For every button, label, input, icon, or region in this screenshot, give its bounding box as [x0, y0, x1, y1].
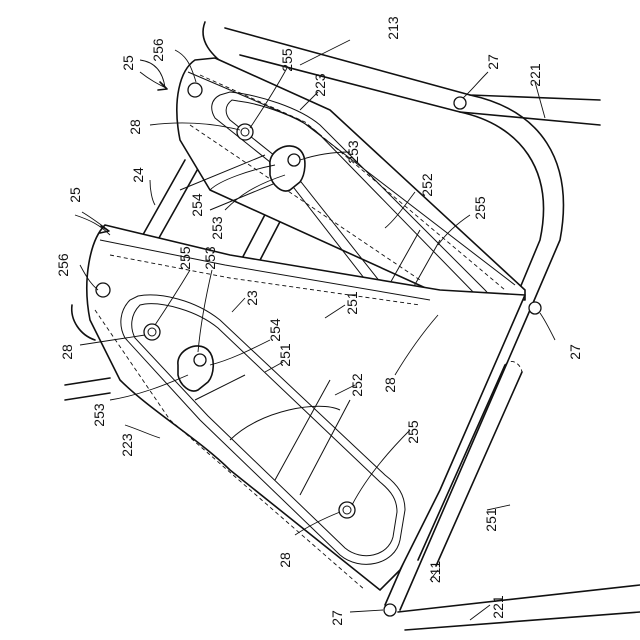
label-255-b: 255: [472, 196, 488, 220]
fastener-lower-left: [144, 324, 160, 340]
label-23: 23: [244, 290, 260, 306]
mount-point-27a: [454, 97, 466, 109]
label-25-upper: 25: [120, 55, 136, 71]
assembly-arrows: [82, 72, 167, 233]
label-27-c: 27: [329, 610, 345, 626]
label-255-c: 255: [177, 246, 193, 270]
label-221-a: 221: [527, 63, 543, 87]
label-252-b: 252: [349, 373, 365, 397]
label-251-b: 251: [277, 343, 293, 367]
label-28-d: 28: [277, 552, 293, 568]
label-28-a: 28: [127, 119, 143, 135]
label-221-b: 221: [490, 595, 506, 619]
label-254-b: 254: [267, 318, 283, 342]
label-252-a: 252: [419, 173, 435, 197]
label-254-a: 254: [189, 193, 205, 217]
label-256-upper: 256: [150, 38, 166, 62]
label-223-upper: 223: [312, 73, 328, 97]
label-28-c: 28: [382, 377, 398, 393]
label-253-b: 253: [209, 216, 225, 240]
label-24: 24: [130, 167, 146, 183]
label-28-b: 28: [59, 344, 75, 360]
label-27-a: 27: [485, 54, 501, 70]
mount-point-27c: [384, 604, 396, 616]
label-211: 211: [427, 561, 443, 584]
label-255-a: 255: [279, 48, 295, 72]
label-25-lower: 25: [67, 187, 83, 203]
label-251-c: 251: [483, 508, 499, 532]
label-251-a: 251: [344, 291, 360, 315]
label-255-d: 255: [405, 420, 421, 444]
label-213: 213: [385, 16, 401, 40]
label-256-lower: 256: [55, 253, 71, 277]
mount-hole-upper: [188, 83, 202, 97]
mount-hole-lower: [96, 283, 110, 297]
label-223-lower: 223: [119, 433, 135, 457]
label-253-d: 253: [91, 403, 107, 427]
label-253-c: 253: [202, 246, 218, 270]
label-27-b: 27: [567, 344, 583, 360]
label-253-a: 253: [345, 140, 361, 164]
mount-point-27b: [529, 302, 541, 314]
